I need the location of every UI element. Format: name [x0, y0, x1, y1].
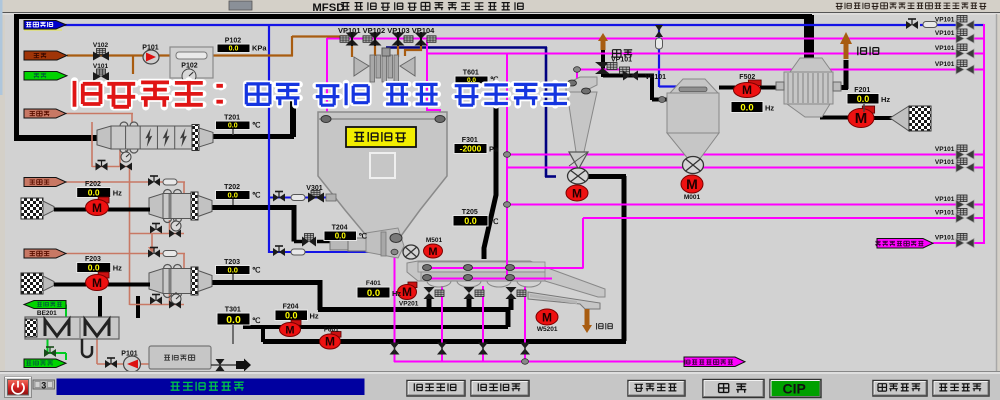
- svg-text:VP101: VP101: [935, 146, 955, 153]
- svg-text:0.0: 0.0: [88, 263, 100, 273]
- svg-text:VP201: VP201: [399, 301, 419, 308]
- svg-text:W5201: W5201: [537, 326, 558, 333]
- svg-text:Hz: Hz: [881, 95, 890, 104]
- svg-text:F601: F601: [324, 327, 339, 334]
- svg-text:0.0: 0.0: [228, 191, 238, 200]
- svg-text:BE201: BE201: [37, 310, 57, 317]
- svg-text:VP101: VP101: [935, 235, 955, 242]
- svg-text:T601: T601: [463, 70, 479, 77]
- svg-text:VP101: VP101: [935, 210, 955, 217]
- svg-text:M: M: [92, 276, 102, 290]
- svg-text:0.0: 0.0: [228, 123, 238, 130]
- svg-text:℃: ℃: [252, 121, 261, 130]
- svg-text:Hz: Hz: [310, 312, 319, 321]
- svg-text:F301: F301: [462, 137, 478, 144]
- svg-text:F201: F201: [854, 87, 870, 94]
- svg-text:V102: V102: [93, 42, 109, 49]
- svg-text:F202: F202: [85, 181, 101, 188]
- svg-text:KPa: KPa: [252, 44, 267, 53]
- svg-text:T201: T201: [224, 115, 240, 122]
- svg-text:Pa: Pa: [489, 145, 499, 154]
- svg-text:M: M: [325, 335, 335, 349]
- svg-text:℃: ℃: [252, 191, 261, 200]
- svg-text:V101: V101: [93, 63, 109, 70]
- svg-text:0.0: 0.0: [467, 77, 476, 84]
- svg-text:VP101: VP101: [935, 45, 955, 52]
- svg-text:VP101 VP102 VP103 VP104: VP101 VP102 VP103 VP104: [338, 26, 435, 35]
- svg-text:P101: P101: [121, 351, 137, 358]
- svg-text:M: M: [542, 310, 552, 324]
- svg-text:Hz: Hz: [113, 189, 122, 198]
- svg-text:P102: P102: [181, 63, 197, 70]
- svg-text:0.0: 0.0: [88, 188, 100, 198]
- svg-text:-2000: -2000: [460, 144, 482, 154]
- svg-text:M: M: [428, 246, 437, 258]
- svg-text:℃: ℃: [252, 266, 261, 275]
- svg-text:T204: T204: [332, 225, 348, 232]
- svg-text:VP101: VP101: [935, 159, 955, 166]
- svg-text:3: 3: [41, 381, 46, 391]
- svg-text:T202: T202: [224, 184, 240, 191]
- svg-text:V301: V301: [306, 185, 322, 192]
- svg-text:M001: M001: [684, 194, 701, 201]
- svg-text:Hz: Hz: [113, 264, 122, 273]
- svg-text:℃: ℃: [252, 316, 261, 325]
- svg-text:M: M: [92, 201, 102, 215]
- svg-text:M: M: [686, 176, 698, 192]
- svg-text:℃: ℃: [359, 232, 368, 241]
- svg-text:0.0: 0.0: [464, 216, 477, 226]
- svg-text:M: M: [855, 110, 868, 127]
- svg-text:VP101: VP101: [935, 196, 955, 203]
- svg-text:MFSD: MFSD: [312, 2, 344, 14]
- svg-text:VP101: VP101: [611, 57, 632, 64]
- svg-text:0.0: 0.0: [740, 103, 753, 114]
- svg-text:T301: T301: [225, 307, 241, 314]
- svg-text:VP101: VP101: [645, 74, 666, 81]
- svg-text:F401: F401: [366, 280, 381, 287]
- svg-text:VP101: VP101: [935, 17, 955, 24]
- svg-text:0.0: 0.0: [857, 94, 870, 104]
- svg-text:CIP: CIP: [783, 381, 806, 397]
- svg-text:Hz: Hz: [765, 104, 774, 113]
- svg-text:VP101: VP101: [935, 30, 955, 37]
- svg-text:M: M: [402, 285, 412, 299]
- svg-text:0.0: 0.0: [229, 46, 239, 53]
- svg-text:0.0: 0.0: [335, 232, 347, 241]
- svg-text:P102: P102: [225, 38, 241, 45]
- svg-text:M: M: [742, 83, 752, 97]
- svg-text:℃: ℃: [490, 217, 499, 226]
- svg-text:F203: F203: [85, 256, 101, 263]
- svg-text:F204: F204: [283, 304, 299, 311]
- svg-text:0.0: 0.0: [285, 311, 298, 321]
- svg-text:0.0: 0.0: [226, 314, 241, 326]
- svg-text:0.0: 0.0: [228, 266, 238, 275]
- svg-text:0.0: 0.0: [367, 288, 380, 299]
- svg-text:M: M: [285, 324, 294, 336]
- svg-text:M501: M501: [426, 237, 443, 244]
- svg-text:M: M: [572, 186, 582, 200]
- svg-text:℃: ℃: [490, 75, 499, 84]
- svg-text:F502: F502: [739, 74, 755, 81]
- svg-text:VP101: VP101: [935, 61, 955, 68]
- svg-text:P101: P101: [142, 45, 158, 52]
- svg-text:T205: T205: [462, 209, 478, 216]
- svg-text:T203: T203: [224, 259, 240, 266]
- svg-text:Hz: Hz: [392, 289, 401, 298]
